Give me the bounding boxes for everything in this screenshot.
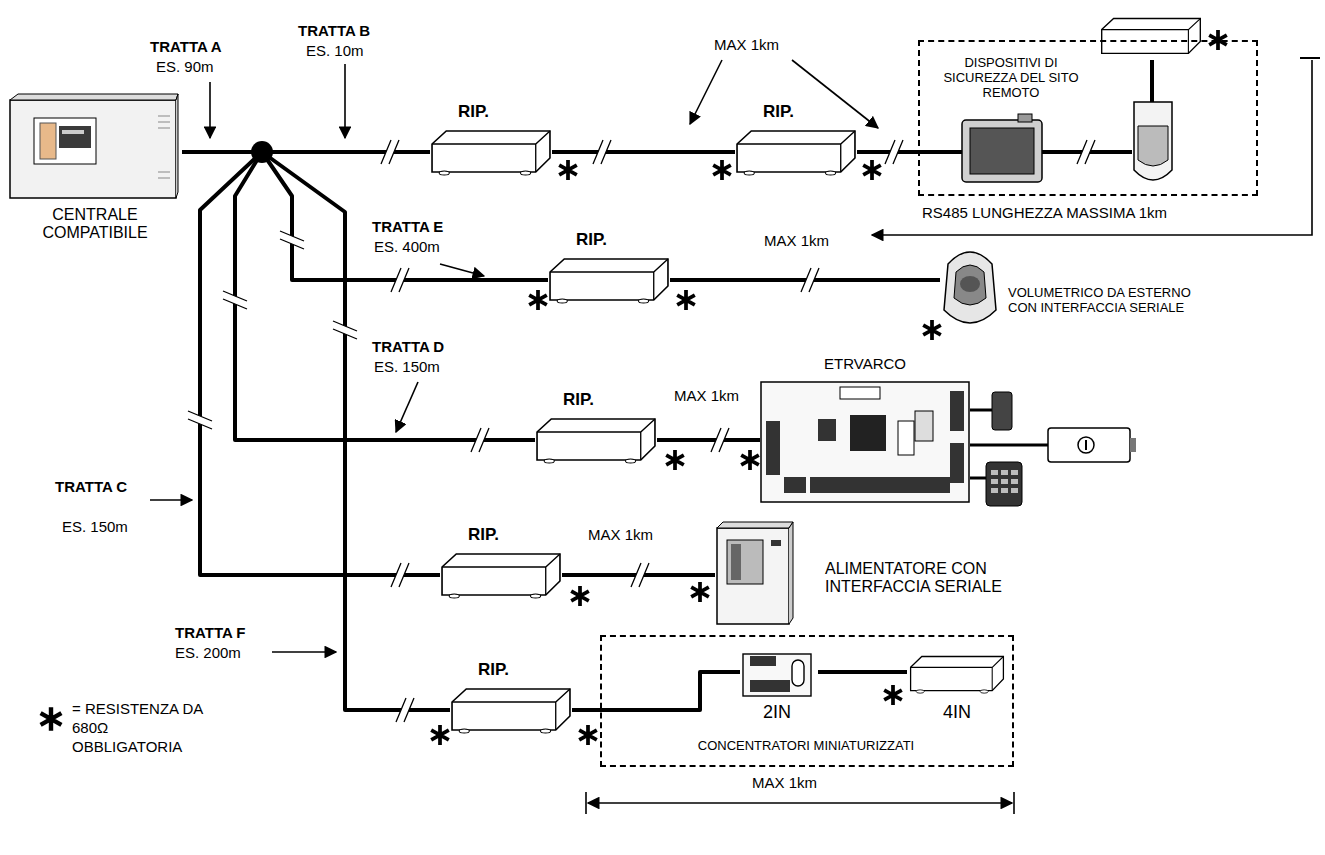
node-label: RIP. [576, 230, 607, 250]
bus-wire [552, 150, 735, 154]
remote-devices [918, 19, 1200, 182]
power-supply: ALIMENTATORE CON INTERFACCIA SERIALE [715, 520, 1085, 628]
segment-name: TRATTA D [372, 338, 444, 355]
box-drawing [735, 128, 857, 176]
wire-break [801, 268, 819, 292]
mini-drawing [742, 650, 812, 698]
bus-wire [818, 670, 907, 674]
node-label: RIP. [478, 660, 509, 680]
mini-concentrator: 4IN [907, 650, 1011, 727]
box-drawing [430, 128, 552, 176]
node-label: ALIMENTATORE CON INTERFACCIA SERIALE [825, 560, 1055, 597]
wire-break [223, 291, 247, 309]
bus-wire [182, 152, 535, 440]
node-label: RIP. [763, 102, 794, 122]
length-note: ES. 150m [62, 518, 128, 535]
repeater-box: RIP. [440, 525, 562, 601]
wire-break [333, 321, 357, 339]
wire-break [593, 140, 611, 164]
length-note: ES. 400m [374, 238, 440, 255]
length-note: ES. 10m [306, 42, 364, 59]
length-note: MAX 1km [674, 387, 739, 404]
wire-break [885, 140, 903, 164]
pir-drawing [940, 242, 1000, 332]
access-controller: ETRVARCO [760, 355, 974, 505]
length-note: MAX 1km [588, 526, 653, 543]
wire-break [391, 268, 409, 292]
wire-break [711, 428, 729, 452]
length-note: ES. 200m [175, 644, 241, 661]
resistor-symbol [41, 30, 1227, 745]
wire-break [396, 698, 414, 722]
board-drawing [760, 381, 970, 503]
length-note: ES. 150m [374, 358, 440, 375]
segment-name: TRATTA C [55, 478, 127, 495]
node-label: CONCENTRATORI MINIATURIZZATI [602, 739, 1010, 754]
node-label: VOLUMETRICO DA ESTERNO CON INTERFACCIA S… [1008, 286, 1198, 316]
repeater-box: RIP. [450, 660, 572, 736]
box-drawing [548, 256, 670, 304]
segment-name: TRATTA B [298, 22, 370, 39]
wire-break [1077, 140, 1095, 164]
wire-break [188, 411, 212, 429]
wire-break [631, 563, 649, 587]
outdoor-detector: VOLUMETRICO DA ESTERNO CON INTERFACCIA S… [940, 242, 1202, 334]
node-label: DISPOSITIVI DI SICUREZZA DEL SITO REMOTO [936, 56, 1086, 101]
length-note: MAX 1km [752, 774, 817, 791]
node-label: ETRVARCO [760, 355, 970, 372]
wire-break [381, 140, 399, 164]
access-peripherals [970, 392, 1136, 506]
bus-wire [657, 438, 760, 442]
box-drawing [440, 551, 562, 599]
repeater-box: RIP. [430, 102, 552, 178]
control-panel: CENTRALE COMPATIBILE [8, 92, 182, 247]
leader-arrows [150, 58, 1320, 814]
repeater-box: RIP. [535, 390, 657, 466]
node-label: RIP. [458, 102, 489, 122]
alim-drawing [715, 520, 795, 626]
repeater-box: RIP. [548, 230, 670, 306]
segment-name: TRATTA F [175, 624, 246, 641]
node-label: CENTRALE COMPATIBILE [26, 206, 164, 243]
remote-site-group: DISPOSITIVI DI SICUREZZA DEL SITO REMOTO [918, 40, 1258, 196]
bus-wire [182, 152, 440, 575]
repeater-box: RIP. [735, 102, 857, 178]
wire-break [280, 231, 304, 249]
concentrator-group: CONCENTRATORI MINIATURIZZATI 2IN 4IN [600, 635, 1014, 767]
box-drawing [909, 654, 1005, 694]
length-note: ES. 90m [156, 58, 214, 75]
cab-drawing [8, 92, 180, 200]
length-note: MAX 1km [714, 36, 779, 53]
length-note: RS485 LUNGHEZZA MASSIMA 1km [922, 204, 1167, 221]
node-label: RIP. [468, 525, 499, 545]
wire-break [391, 563, 409, 587]
segment-name: TRATTA A [150, 38, 222, 55]
box-drawing [450, 686, 572, 734]
node-label: 4IN [907, 702, 1007, 723]
node-label: 2IN [740, 702, 814, 723]
wire-break [471, 428, 489, 452]
length-note: MAX 1km [764, 232, 829, 249]
node-label: RIP. [563, 390, 594, 410]
legend-text: = RESISTENZA DA 680Ω OBBLIGATORIA [72, 700, 212, 756]
box-drawing [535, 416, 657, 464]
segment-name: TRATTA E [372, 218, 443, 235]
bus-wire [572, 672, 740, 710]
bus-wire [857, 150, 918, 154]
mini-concentrator: 2IN [740, 650, 818, 727]
